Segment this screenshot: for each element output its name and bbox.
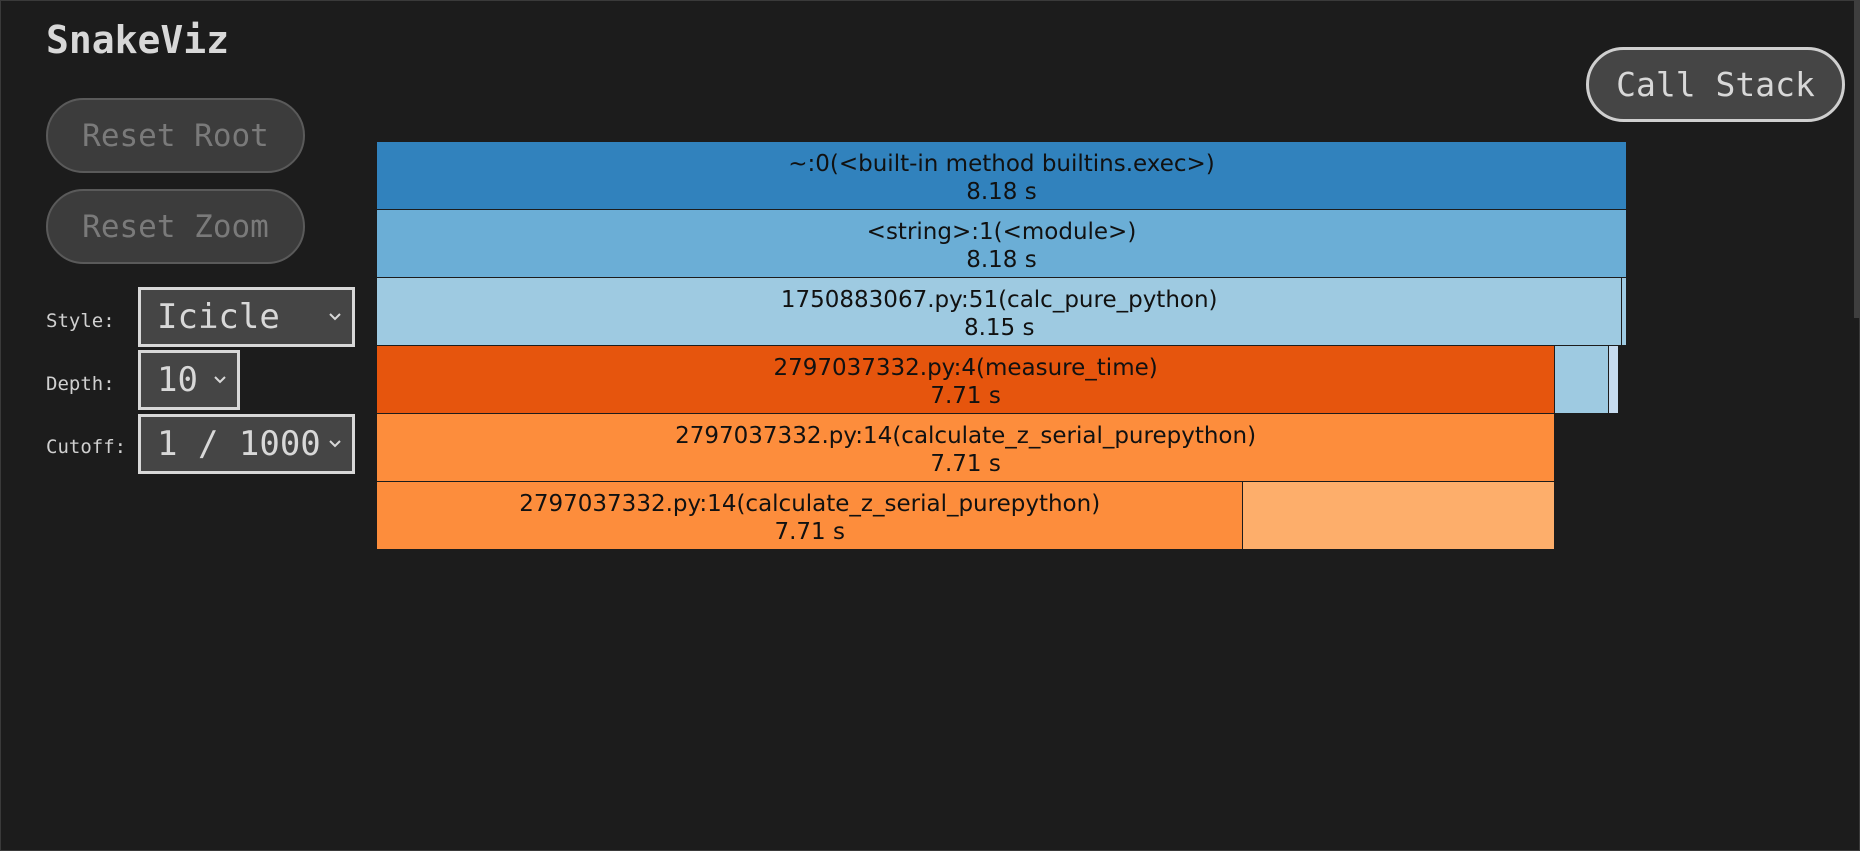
chevron-down-icon [214,376,226,384]
icicle-block-text: ~:0(<built-in method builtins.exec>)8.18… [377,142,1626,209]
icicle-block[interactable]: 2797037332.py:14(calculate_z_serial_pure… [377,414,1556,482]
icicle-block[interactable]: ~:0(<built-in method builtins.exec>)8.18… [377,142,1627,210]
icicle-block[interactable] [1608,346,1620,414]
depth-label: Depth: [46,373,115,395]
icicle-block[interactable] [1555,346,1609,414]
icicle-block-time: 7.71 s [774,518,845,545]
icicle-block-time: 8.18 s [966,178,1037,205]
icicle-block-text: 2797037332.py:4(measure_time)7.71 s [377,346,1554,413]
icicle-block-text: 1750883067.py:51(calc_pure_python)8.15 s [377,278,1621,345]
style-select-value: Icicle [157,297,280,337]
icicle-block-text: 2797037332.py:14(calculate_z_serial_pure… [377,482,1242,549]
chevron-down-icon [329,440,341,448]
icicle-block[interactable]: 2797037332.py:14(calculate_z_serial_pure… [377,482,1244,550]
icicle-block[interactable]: 1750883067.py:51(calc_pure_python)8.15 s [377,278,1623,346]
icicle-block-text: 2797037332.py:14(calculate_z_serial_pure… [377,414,1554,481]
reset-zoom-button[interactable]: Reset Zoom [46,189,305,264]
icicle-block-time: 7.71 s [930,382,1001,409]
style-label: Style: [46,310,115,332]
icicle-block[interactable]: 2797037332.py:4(measure_time)7.71 s [377,346,1556,414]
icicle-block-name: 2797037332.py:14(calculate_z_serial_pure… [519,490,1101,517]
icicle-block[interactable] [1243,482,1556,550]
icicle-block-name: ~:0(<built-in method builtins.exec>) [788,150,1215,177]
cutoff-select[interactable]: 1 ∕ 1000 [138,414,355,474]
app-title: SnakeViz [46,18,230,62]
depth-select[interactable]: 10 [138,350,240,410]
icicle-block-time: 8.15 s [963,314,1035,341]
icicle-block-name: 2797037332.py:14(calculate_z_serial_pure… [675,422,1257,449]
icicle-block-text: <string>:1(<module>)8.18 s [377,210,1626,277]
depth-select-value: 10 [157,360,198,400]
chevron-down-icon [329,313,341,321]
reset-root-button[interactable]: Reset Root [46,98,305,173]
icicle-block-name: 1750883067.py:51(calc_pure_python) [780,286,1218,313]
icicle-block-time: 8.18 s [966,246,1037,273]
call-stack-button[interactable]: Call Stack [1586,47,1845,122]
icicle-block[interactable]: <string>:1(<module>)8.18 s [377,210,1627,278]
scrollbar[interactable] [1854,0,1860,318]
icicle-block-name: 2797037332.py:4(measure_time) [773,354,1158,381]
icicle-block[interactable] [1622,278,1627,346]
style-select[interactable]: Icicle [138,287,355,347]
icicle-block-name: <string>:1(<module>) [866,218,1137,245]
cutoff-label: Cutoff: [46,436,127,458]
icicle-block-time: 7.71 s [930,450,1001,477]
cutoff-select-value: 1 ∕ 1000 [157,424,321,464]
